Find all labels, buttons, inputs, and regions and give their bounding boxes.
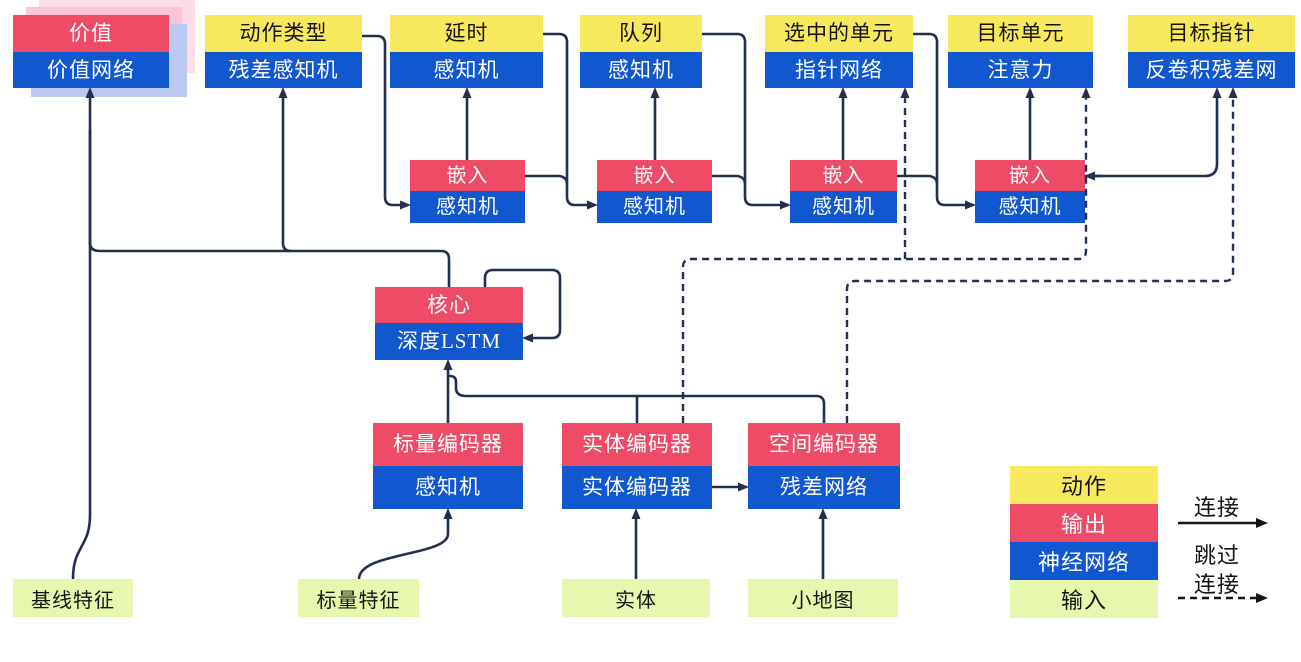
legend-swatch-output: 输出 bbox=[1010, 504, 1158, 542]
node-embed-3: 嵌入感知机 bbox=[790, 160, 897, 223]
node-target-unit-bottom-label: 注意力 bbox=[948, 52, 1093, 88]
node-embed-3-bottom-label: 感知机 bbox=[790, 191, 897, 223]
node-embed-4: 嵌入感知机 bbox=[975, 160, 1085, 223]
edge-baseline-to-value bbox=[71, 87, 95, 580]
node-selected-units-top-label: 选中的单元 bbox=[765, 15, 913, 52]
legend-skip-connection-label: 连接 bbox=[1193, 572, 1241, 597]
node-embed-2: 嵌入感知机 bbox=[597, 160, 712, 223]
node-scalar-encoder: 标量编码器感知机 bbox=[373, 423, 523, 509]
node-value-top-label: 价值 bbox=[13, 15, 169, 52]
skip-spatial-to-target-point bbox=[845, 87, 1238, 423]
node-action-type-bottom-label: 残差感知机 bbox=[205, 52, 362, 88]
node-selected-units: 选中的单元指针网络 bbox=[765, 15, 913, 88]
legend-solid-connection-label: 连接 bbox=[1193, 495, 1241, 520]
node-queue-top-label: 队列 bbox=[580, 15, 702, 52]
node-core-bottom-label: 深度LSTM bbox=[375, 323, 523, 360]
node-target-unit: 目标单元注意力 bbox=[948, 15, 1093, 88]
node-target-point: 目标指针反卷积残差网 bbox=[1128, 15, 1295, 88]
node-core-top-label: 核心 bbox=[375, 287, 523, 323]
node-embed-1: 嵌入感知机 bbox=[410, 160, 525, 223]
node-embed-1-bottom-label: 感知机 bbox=[410, 191, 525, 223]
edge-spatial-encoder-to-core bbox=[448, 374, 826, 423]
input-baseline-features: 基线特征 bbox=[13, 579, 133, 617]
node-embed-3-top-label: 嵌入 bbox=[790, 160, 897, 191]
node-spatial-encoder-top-label: 空间编码器 bbox=[748, 423, 900, 466]
node-target-point-bottom-label: 反卷积残差网 bbox=[1128, 52, 1295, 88]
node-queue-bottom-label: 感知机 bbox=[580, 52, 702, 88]
input-scalar-features: 标量特征 bbox=[298, 579, 419, 617]
edge-core-to-action-type bbox=[278, 87, 292, 253]
node-delay-bottom-label: 感知机 bbox=[390, 52, 543, 88]
node-delay-top-label: 延时 bbox=[390, 15, 543, 52]
legend: 动作输出神经网络输入 bbox=[1010, 466, 1158, 618]
edge-core-to-left-heads bbox=[88, 130, 451, 287]
edge-embed-1-out bbox=[525, 174, 569, 185]
node-scalar-encoder-bottom-label: 感知机 bbox=[373, 466, 523, 509]
node-embed-2-top-label: 嵌入 bbox=[597, 160, 712, 191]
node-core: 核心深度LSTM bbox=[375, 287, 523, 360]
node-spatial-encoder: 空间编码器残差网络 bbox=[748, 423, 900, 509]
node-delay: 延时感知机 bbox=[390, 15, 543, 88]
legend-swatch-input: 输入 bbox=[1010, 580, 1158, 618]
node-selected-units-bottom-label: 指针网络 bbox=[765, 52, 913, 88]
node-action-type-top-label: 动作类型 bbox=[205, 15, 362, 52]
node-target-unit-top-label: 目标单元 bbox=[948, 15, 1093, 52]
edge-embed-4-to-target-point bbox=[1085, 87, 1222, 178]
skip-entity-to-target-unit bbox=[681, 87, 1091, 423]
node-embed-1-top-label: 嵌入 bbox=[410, 160, 525, 191]
node-value-bottom-label: 价值网络 bbox=[13, 52, 169, 88]
node-spatial-encoder-bottom-label: 残差网络 bbox=[748, 466, 900, 509]
edge-scalar-features-up bbox=[357, 508, 453, 580]
node-queue: 队列感知机 bbox=[580, 15, 702, 88]
node-target-point-top-label: 目标指针 bbox=[1128, 15, 1295, 52]
edge-embed-3-out bbox=[897, 174, 939, 185]
input-minimap: 小地图 bbox=[748, 579, 898, 617]
legend-swatch-action: 动作 bbox=[1010, 466, 1158, 504]
node-scalar-encoder-top-label: 标量编码器 bbox=[373, 423, 523, 466]
edge-embed-2-out bbox=[712, 174, 747, 185]
input-entities: 实体 bbox=[562, 579, 710, 617]
node-entity-encoder-bottom-label: 实体编码器 bbox=[562, 466, 712, 509]
node-action-type: 动作类型残差感知机 bbox=[205, 15, 362, 88]
legend-swatch-network: 神经网络 bbox=[1010, 542, 1158, 580]
node-embed-4-top-label: 嵌入 bbox=[975, 160, 1085, 191]
node-entity-encoder-top-label: 实体编码器 bbox=[562, 423, 712, 466]
node-value: 价值价值网络 bbox=[13, 15, 169, 88]
node-embed-2-bottom-label: 感知机 bbox=[597, 191, 712, 223]
node-embed-4-bottom-label: 感知机 bbox=[975, 191, 1085, 223]
node-entity-encoder: 实体编码器实体编码器 bbox=[562, 423, 712, 509]
legend-skip-label: 跳过 bbox=[1193, 543, 1241, 568]
